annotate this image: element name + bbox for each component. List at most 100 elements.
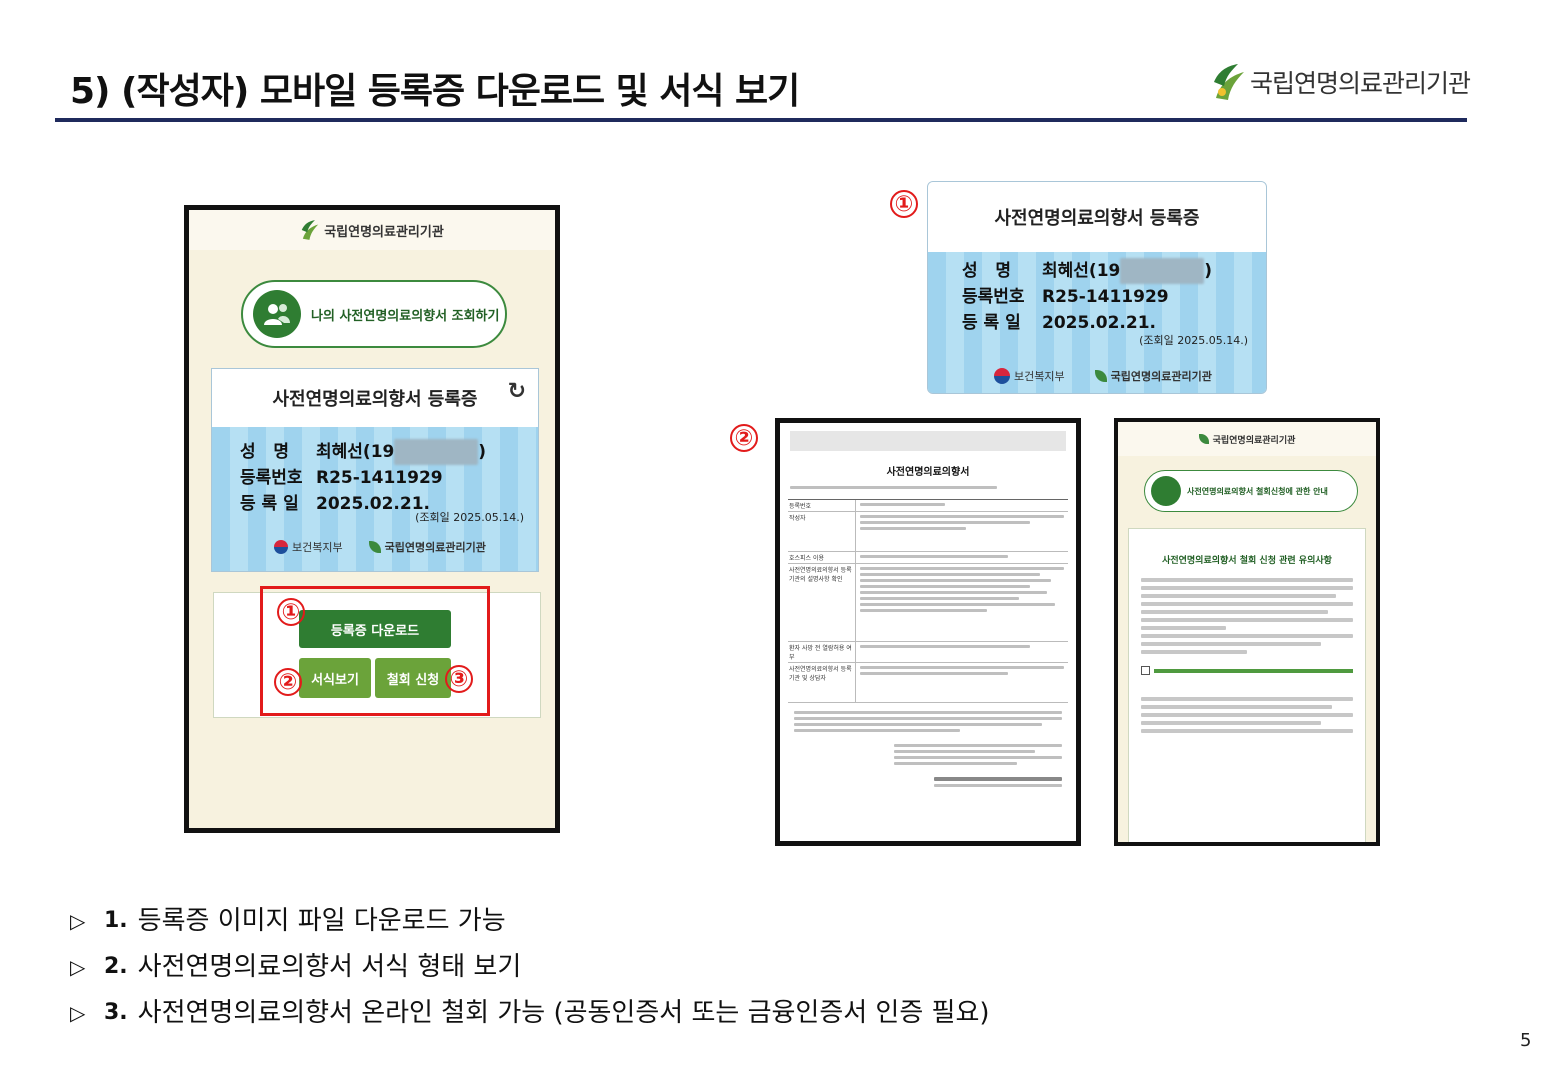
title-divider <box>55 118 1467 122</box>
redacted-birthdate: 00.00.00 <box>1120 258 1205 284</box>
doc-table: 등록번호 작성자 호스피스 이용 사전연명의료의향서 등록기관의 설명사항 확인… <box>788 499 1068 703</box>
regdate-label: 등 록 일 <box>962 313 1021 333</box>
doc-signature-area <box>890 744 1066 765</box>
callout-2-right: ② <box>730 424 758 452</box>
agency-logo: 국립연명의료관리기관 <box>1212 62 1471 102</box>
phone-header-text: 국립연명의료관리기관 <box>324 224 444 240</box>
card-footer: 보건복지부 국립연명의료관리기관 <box>994 368 1212 384</box>
regdate-label: 등 록 일 <box>240 494 299 514</box>
doc-title: 사전연명의료의향서 <box>886 467 970 478</box>
withdrawal-info-label: 사전연명의료의향서 철회신청에 관한 안내 <box>1187 486 1328 496</box>
footer-ministry: 보건복지부 <box>292 541 343 554</box>
card-body: 성 명 최혜선(1900.00.00) 등록번호 R25-1411929 등 록… <box>212 427 538 571</box>
name-label: 성 명 <box>240 442 290 462</box>
registration-card: 사전연명의료의향서 등록증 ↻ 성 명 최혜선(1900.00.00) 등록번호… <box>211 368 539 572</box>
taegeuk-icon <box>994 368 1010 384</box>
page-number: 5 <box>1520 1030 1532 1051</box>
lookup-date: (조회일 2025.05.14.) <box>1139 334 1248 347</box>
note-number: 3. <box>104 1000 128 1025</box>
redacted-birthdate: 00.00.00 <box>394 439 479 465</box>
card-row-regno: 등록번호 R25-1411929 <box>240 465 538 491</box>
doc-row-label: 사전연명의료의향서 등록기관의 설명사항 확인 <box>788 564 856 641</box>
callout-1: ① <box>277 598 305 626</box>
doc-row: 사전연명의료의향서 등록기관 및 상담자 <box>788 663 1068 703</box>
doc-row: 작성자 <box>788 512 1068 552</box>
regno-label: 등록번호 <box>240 468 303 488</box>
leaf-logo-icon <box>1198 434 1209 444</box>
acknowledge-checkbox[interactable] <box>1141 666 1353 675</box>
card-title-text: 사전연명의료의향서 등록증 <box>272 389 478 410</box>
form-view-button[interactable]: 서식보기 <box>299 658 371 698</box>
name-value: 최혜선(19 <box>316 442 395 462</box>
view-my-directive-label: 나의 사전연명의료의향서 조회하기 <box>311 308 500 324</box>
callout-1-right: ① <box>890 190 918 218</box>
regno-value: R25-1411929 <box>316 468 443 488</box>
withdrawal-info-button[interactable]: 사전연명의료의향서 철회신청에 관한 안내 <box>1144 470 1358 512</box>
card-row-name: 성 명 최혜선(1900.00.00) <box>240 439 538 465</box>
notice-content-box: 사전연명의료의향서 철회 신청 관련 유의사항 <box>1128 528 1366 842</box>
slide-title: 5) (작성자) 모바일 등록증 다운로드 및 서식 보기 <box>70 71 800 112</box>
directive-form-document: 사전연명의료의향서 등록번호 작성자 호스피스 이용 사전연명의료의향서 등록기… <box>775 418 1081 846</box>
leaf-logo-icon <box>1094 370 1107 382</box>
callout-2: ② <box>274 668 302 696</box>
notice-title: 사전연명의료의향서 철회 신청 관련 유의사항 <box>1162 556 1332 566</box>
note-item: ▷ 1. 등록증 이미지 파일 다운로드 가능 <box>70 898 990 944</box>
notice-paragraph <box>1141 697 1353 733</box>
logo-text: 국립연명의료관리기관 <box>1250 69 1471 98</box>
withdrawal-notice-screen: 국립연명의료관리기관 사전연명의료의향서 철회신청에 관한 안내 사전연명의료의… <box>1114 418 1380 846</box>
doc-row-label: 호스피스 이용 <box>788 552 856 563</box>
footer-agency: 국립연명의료관리기관 <box>1110 370 1212 383</box>
note-text: 사전연명의료의향서 온라인 철회 가능 (공동인증서 또는 금융인증서 인증 필… <box>137 998 990 1028</box>
doc-row: 호스피스 이용 <box>788 552 1068 564</box>
taegeuk-icon <box>274 540 288 554</box>
note-item: ▷ 2. 사전연명의료의향서 서식 형태 보기 <box>70 944 990 990</box>
feature-notes: ▷ 1. 등록증 이미지 파일 다운로드 가능 ▷ 2. 사전연명의료의향서 서… <box>70 898 990 1036</box>
notice-header: 국립연명의료관리기관 <box>1118 422 1376 456</box>
card-title-text: 사전연명의료의향서 등록증 <box>994 208 1200 229</box>
doc-row: 사전연명의료의향서 등록기관의 설명사항 확인 <box>788 564 1068 642</box>
note-item: ▷ 3. 사전연명의료의향서 온라인 철회 가능 (공동인증서 또는 금융인증서… <box>70 990 990 1036</box>
triangle-right-icon: ▷ <box>70 909 86 933</box>
users-icon <box>1151 476 1181 506</box>
doc-row-label: 등록번호 <box>788 500 856 511</box>
card-row-regdate: 등 록 일 2025.02.21. <box>962 310 1266 336</box>
withdraw-request-button[interactable]: 철회 신청 <box>375 658 451 698</box>
name-label: 성 명 <box>962 261 1012 281</box>
highlight-box <box>260 586 490 716</box>
name-tail: ) <box>478 442 487 462</box>
download-certificate-button[interactable]: 등록증 다운로드 <box>299 610 451 648</box>
doc-row: 환자 사망 전 열람허용 여부 <box>788 642 1068 663</box>
card-title: 사전연명의료의향서 등록증 <box>928 182 1266 252</box>
card-row-regno: 등록번호 R25-1411929 <box>962 284 1266 310</box>
card-footer: 보건복지부 국립연명의료관리기관 <box>274 539 486 555</box>
note-text: 등록증 이미지 파일 다운로드 가능 <box>137 906 506 936</box>
doc-row-label: 환자 사망 전 열람허용 여부 <box>788 642 856 662</box>
name-value: 최혜선(19 <box>1042 261 1121 281</box>
note-number: 2. <box>104 954 128 979</box>
phone-header: 국립연명의료관리기관 <box>189 210 555 250</box>
footer-ministry: 보건복지부 <box>1014 370 1065 383</box>
card-title: 사전연명의료의향서 등록증 ↻ <box>212 369 538 427</box>
regdate-value: 2025.02.21. <box>1042 313 1157 333</box>
phone-screen: 국립연명의료관리기관 나의 사전연명의료의향서 조회하기 사전연명의료의향서 등… <box>184 205 560 833</box>
card-body: 성 명 최혜선(1900.00.00) 등록번호 R25-1411929 등 록… <box>928 252 1266 393</box>
doc-row-label: 사전연명의료의향서 등록기관 및 상담자 <box>788 663 856 702</box>
doc-footer-text <box>930 777 1066 787</box>
doc-notice-bar <box>790 431 1066 451</box>
callout-3: ③ <box>445 665 473 693</box>
view-my-directive-button[interactable]: 나의 사전연명의료의향서 조회하기 <box>241 280 507 348</box>
card-row-regdate: 등 록 일 2025.02.21. <box>240 491 538 517</box>
downloaded-certificate-image: 사전연명의료의향서 등록증 성 명 최혜선(1900.00.00) 등록번호 R… <box>927 181 1267 394</box>
name-tail: ) <box>1204 261 1213 281</box>
doc-row-label: 작성자 <box>788 512 856 551</box>
note-number: 1. <box>104 908 128 933</box>
refresh-icon[interactable]: ↻ <box>507 379 526 404</box>
checkbox-icon[interactable] <box>1141 666 1150 675</box>
users-icon <box>253 290 301 338</box>
notice-paragraph <box>1141 578 1353 654</box>
leaf-logo-icon <box>1214 64 1244 100</box>
doc-body-text <box>790 711 1066 732</box>
card-row-name: 성 명 최혜선(1900.00.00) <box>962 258 1266 284</box>
footer-agency: 국립연명의료관리기관 <box>384 541 486 554</box>
triangle-right-icon: ▷ <box>70 955 86 979</box>
